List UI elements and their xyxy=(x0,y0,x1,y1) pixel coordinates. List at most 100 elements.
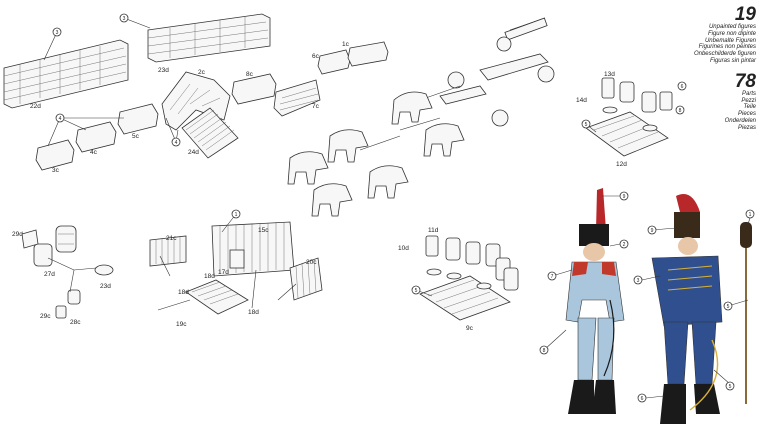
part-label: 22d xyxy=(30,103,41,110)
callout: 5 xyxy=(581,119,591,129)
part-label: 13d xyxy=(604,71,615,78)
part-label: 6c xyxy=(312,53,320,60)
brick-wall-left xyxy=(3,39,129,109)
parts-line: Onderdelen xyxy=(724,117,756,124)
part-label: 5c xyxy=(132,133,140,140)
svg-text:3: 3 xyxy=(123,16,126,22)
figures-line: Onbeschilderde figuren xyxy=(693,51,756,58)
cannon-limber-assembly xyxy=(359,17,555,151)
figures-line: Figure non dipinte xyxy=(707,30,756,37)
parts-count: 78 xyxy=(734,70,756,92)
svg-text:6: 6 xyxy=(681,84,684,90)
part-label: 29d xyxy=(12,231,23,238)
part-label: 15c xyxy=(258,227,269,234)
parts-line: Piezas xyxy=(737,124,756,131)
svg-text:4: 4 xyxy=(175,140,178,146)
callout: 7 xyxy=(547,271,557,281)
part-label: 18d xyxy=(248,309,259,316)
part-label: 4c xyxy=(90,149,98,156)
part-label: 20c xyxy=(306,259,317,266)
callout: 1 xyxy=(231,209,241,219)
part-label: 1c xyxy=(342,41,350,48)
soldier-figure-light-blue xyxy=(565,188,625,414)
svg-text:9: 9 xyxy=(651,228,654,234)
parts-line: Pezzi xyxy=(741,97,756,104)
sandbag-rows xyxy=(35,41,389,171)
svg-text:4: 4 xyxy=(59,116,62,122)
part-label: 17d xyxy=(218,269,229,276)
svg-text:8: 8 xyxy=(679,108,682,114)
part-label: 2c xyxy=(198,69,206,76)
svg-text:6: 6 xyxy=(641,396,644,402)
horse-team xyxy=(287,91,465,217)
brick-wall-right xyxy=(147,13,271,63)
part-label: 24d xyxy=(188,149,199,156)
part-label: 23d xyxy=(158,67,169,74)
svg-text:5: 5 xyxy=(415,288,418,294)
svg-text:2: 2 xyxy=(623,242,626,248)
svg-text:8: 8 xyxy=(543,348,546,354)
part-label: 11d xyxy=(428,227,439,234)
callout: 6 xyxy=(637,393,647,403)
svg-text:5: 5 xyxy=(727,304,730,310)
ramp-24d xyxy=(181,107,239,159)
part-label: 10d xyxy=(398,245,409,252)
callout: 6 xyxy=(677,81,687,91)
callout: 5 xyxy=(725,381,735,391)
barrels-group-left xyxy=(21,225,114,319)
part-label: 18d xyxy=(178,289,189,296)
callout: 1 xyxy=(745,209,755,219)
figures-line: Figuras sin pintar xyxy=(709,57,756,64)
part-label: 12d xyxy=(616,161,627,168)
callout: 3 xyxy=(52,27,62,37)
barrels-group-center xyxy=(419,235,519,321)
callout: 8 xyxy=(675,105,685,115)
svg-text:5: 5 xyxy=(585,122,588,128)
svg-text:1: 1 xyxy=(235,212,238,218)
figures-count: 19 xyxy=(734,4,756,25)
callout: 2 xyxy=(619,239,629,249)
callout: 8 xyxy=(539,345,549,355)
leader-lines xyxy=(43,17,751,399)
part-label: 21c xyxy=(166,235,177,242)
part-label: 29c xyxy=(40,313,51,320)
palisade-group xyxy=(149,221,323,315)
figures-line: Unbemalte Figuren xyxy=(704,37,756,44)
svg-text:9: 9 xyxy=(623,194,626,200)
part-label: 3c xyxy=(52,167,60,174)
part-label: 7c xyxy=(312,103,320,110)
part-label: 19c xyxy=(176,321,187,328)
callout: 3 xyxy=(119,13,129,23)
callout: 4 xyxy=(55,113,65,123)
svg-text:3: 3 xyxy=(637,278,640,284)
callout: 9 xyxy=(647,225,657,235)
callout: 3 xyxy=(633,275,643,285)
barrels-group-top xyxy=(585,77,673,157)
part-label: 27d xyxy=(44,271,55,278)
svg-text:5: 5 xyxy=(729,384,732,390)
callout: 9 xyxy=(619,191,629,201)
parts-line: Parts xyxy=(741,90,756,97)
kit-info-panel: 19 Unpainted figures Figure non dipinte … xyxy=(693,4,756,132)
part-label: 14d xyxy=(576,97,587,104)
figures-line: Unpainted figures xyxy=(708,24,756,30)
callout: 5 xyxy=(411,285,421,295)
part-label: 8c xyxy=(246,71,254,78)
callout-circles: 3 3 4 4 5 6 8 5 9 7 2 1 8 9 3 1 5 6 5 xyxy=(52,13,755,403)
figures-line: Figurines non peintes xyxy=(698,44,756,51)
parts-line: Teile xyxy=(743,104,756,111)
callout: 4 xyxy=(171,137,181,147)
soldier-figure-dark-blue xyxy=(651,194,752,424)
part-label: 9c xyxy=(466,325,474,332)
svg-text:1: 1 xyxy=(749,212,752,218)
svg-text:7: 7 xyxy=(551,274,554,280)
parts-line: Pieces xyxy=(737,111,756,118)
part-label: 23d xyxy=(100,283,111,290)
svg-text:3: 3 xyxy=(56,30,59,36)
part-labels: 22d 23d 1c 6c 7c 2c 8c 3c 4c 5c 24d 13d … xyxy=(12,41,627,332)
part-label: 28c xyxy=(70,319,81,326)
part-label: 18d xyxy=(204,273,215,280)
callout: 5 xyxy=(723,301,733,311)
